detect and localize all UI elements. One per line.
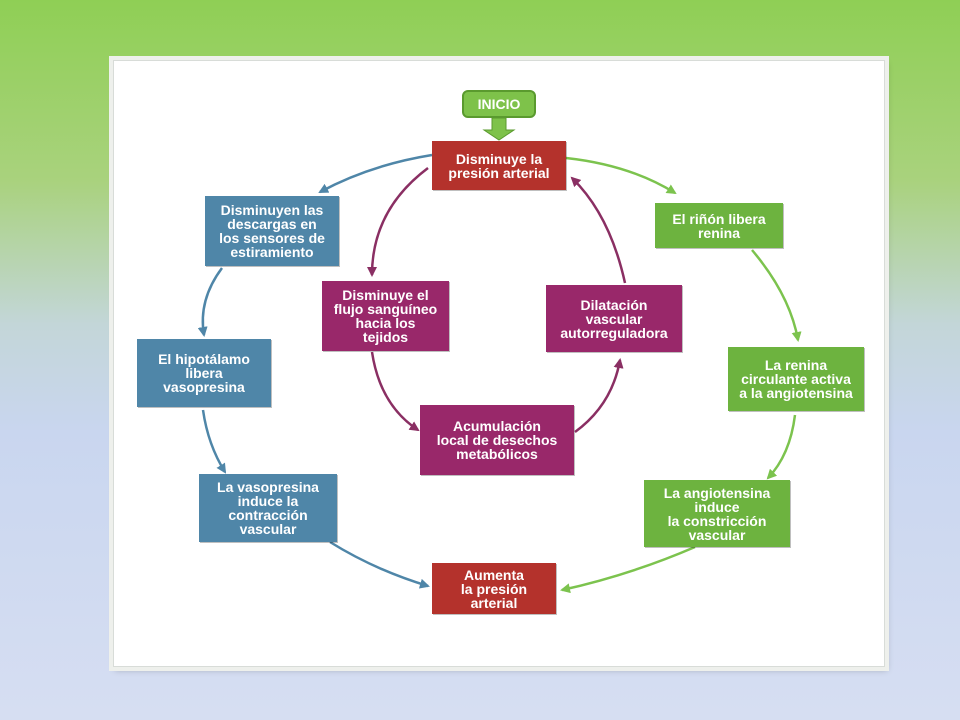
box-stretch-sensors: Disminuyen las descargas en los sensores… xyxy=(205,196,339,266)
start-arrow xyxy=(482,117,516,141)
box-vascular-dilation: Dilatación vascular autorreguladora xyxy=(546,285,682,352)
arrow-flow-to-waste xyxy=(370,351,420,432)
arrow-angiotensin-to-increase xyxy=(560,545,696,594)
arrow-vasopressin-to-increase xyxy=(329,540,430,589)
box-kidney-renin: El riñón libera renina xyxy=(655,203,783,248)
arrow-dilation-to-pressure xyxy=(570,176,627,284)
arrow-pressure-to-sensors xyxy=(318,153,433,194)
arrow-pressure-to-flow xyxy=(367,167,429,277)
box-increase-pressure: Aumenta la presión arterial xyxy=(432,563,556,614)
box-decrease-pressure: Disminuye la presión arterial xyxy=(432,141,566,190)
box-metabolic-waste: Acumulación local de desechos metabólico… xyxy=(420,405,574,475)
box-angiotensin-constriction: La angiotensina induce la constricción v… xyxy=(644,480,790,547)
box-blood-flow: Disminuye el flujo sanguíneo hacia los t… xyxy=(322,281,449,351)
box-hypothalamus-vasopressin: El hipotálamo libera vasopresina xyxy=(137,339,271,407)
arrow-waste-to-dilation xyxy=(574,358,624,434)
arrow-hypothalamus-to-vasopressin xyxy=(201,409,227,474)
start-label: INICIO xyxy=(462,90,536,118)
box-renin-angiotensin: La renina circulante activa a la angiote… xyxy=(728,347,864,411)
arrow-sensors-to-hypothalamus xyxy=(197,267,224,337)
box-vasopressin-contraction: La vasopresina induce la contracción vas… xyxy=(199,474,337,542)
arrow-pressure-to-kidney xyxy=(565,156,677,195)
arrow-kidney-to-renin xyxy=(751,249,802,342)
arrow-renin-to-angiotensin xyxy=(766,414,797,480)
